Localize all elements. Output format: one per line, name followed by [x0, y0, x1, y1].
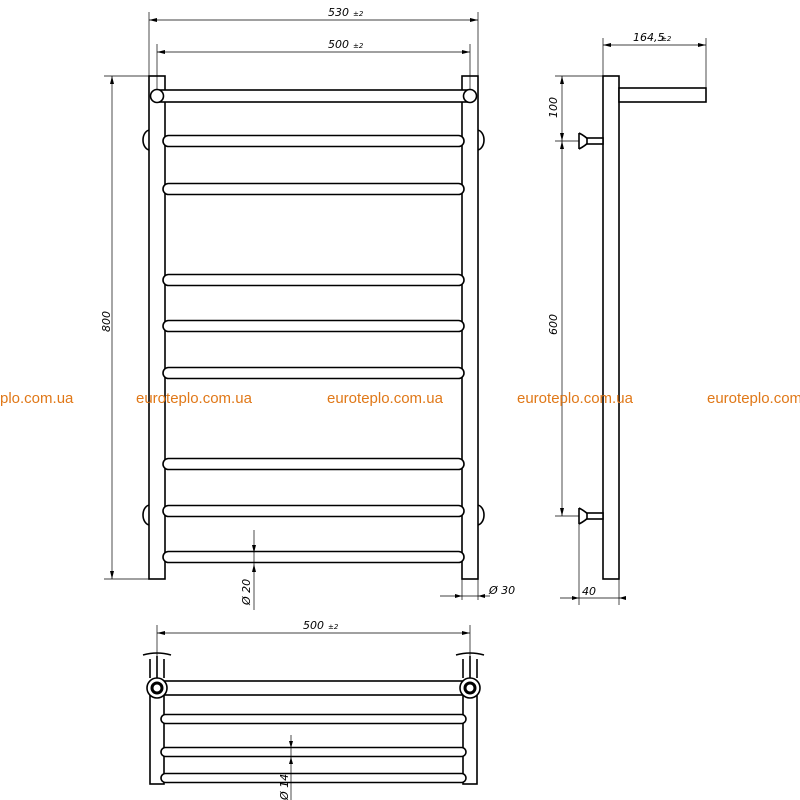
- dim-axis-width-top-label: 500: [303, 619, 324, 632]
- dim-shelf-rung-diameter-label: Ø 14: [278, 774, 291, 800]
- dim-top-offset: 100: [547, 75, 603, 142]
- dim-overall-width-label: 530: [328, 6, 349, 19]
- dim-mount-distance-label: 600: [547, 314, 560, 335]
- front-rung: [162, 504, 465, 518]
- dim-overall-width: 530 ±2: [148, 6, 479, 76]
- side-top-bar: [618, 87, 707, 103]
- dim-axis-width-front: 500 ±2: [156, 38, 471, 90]
- dim-axis-width-top-tol: ±2: [328, 623, 339, 631]
- dim-wall-gap: 40: [560, 524, 626, 605]
- dim-wall-gap-label: 40: [582, 585, 596, 598]
- side-bracket-bottom: [578, 507, 604, 525]
- side-view: 164,5 ±2 100 600 40: [547, 31, 707, 605]
- watermark-4: euroteplo.com.ua: [517, 390, 634, 407]
- dim-depth: 164,5 ±2: [602, 31, 707, 88]
- top-view: 500 ±2 Ø 14: [142, 619, 485, 800]
- watermark-row: plo.com.ua euroteplo.com.ua euroteplo.co…: [0, 390, 800, 407]
- watermark-3: euroteplo.com.ua: [327, 390, 444, 407]
- front-rung: [162, 134, 465, 148]
- dim-pipe-diameter-label: Ø 30: [488, 584, 515, 597]
- front-view: 530 ±2 500 ±2 800 Ø 20: [100, 6, 515, 610]
- dim-height-label: 800: [100, 311, 113, 332]
- side-vertical-pipe: [602, 75, 620, 580]
- dim-top-offset-label: 100: [547, 97, 560, 118]
- dim-axis-width-front-label: 500: [328, 38, 349, 51]
- top-view-rungs: [160, 713, 467, 784]
- top-joint-right: [459, 677, 481, 699]
- top-view-rung: [160, 713, 467, 725]
- watermark-2: euroteplo.com.ua: [136, 390, 253, 407]
- dim-overall-width-tol: ±2: [353, 10, 364, 18]
- dim-pipe-diameter: Ø 30: [440, 579, 515, 600]
- top-joint-left: [146, 677, 168, 699]
- top-left-pipe: [149, 689, 165, 785]
- dim-mount-distance: 600: [547, 141, 579, 517]
- dim-depth-label: 164,5: [633, 31, 665, 44]
- front-rung: [162, 457, 465, 471]
- dim-depth-tol: ±2: [661, 35, 672, 43]
- dim-height: 800: [100, 75, 149, 580]
- dim-rung-diameter-label: Ø 20: [240, 579, 253, 606]
- front-rung: [162, 366, 465, 380]
- dim-rung-diameter: Ø 20: [240, 530, 256, 610]
- top-view-rung: [160, 772, 467, 784]
- watermark-5: euroteplo.com.ua: [707, 390, 800, 407]
- side-bracket-top: [578, 132, 604, 150]
- dim-shelf-rung-diameter: Ø 14: [278, 735, 293, 800]
- front-rung: [162, 182, 465, 196]
- dim-axis-width-top: 500 ±2: [156, 619, 471, 660]
- front-rung: [162, 319, 465, 333]
- front-rungs: [162, 134, 465, 564]
- front-rung: [162, 550, 465, 564]
- top-bar-right-cap: [462, 88, 478, 104]
- watermark-1: plo.com.ua: [0, 390, 74, 407]
- top-bar: [156, 89, 471, 103]
- top-view-top-bar: [156, 680, 471, 696]
- dim-axis-width-front-tol: ±2: [353, 42, 364, 50]
- top-view-rung: [160, 746, 467, 758]
- top-right-pipe: [462, 689, 478, 785]
- front-rung: [162, 273, 465, 287]
- top-bar-left-cap: [149, 88, 165, 104]
